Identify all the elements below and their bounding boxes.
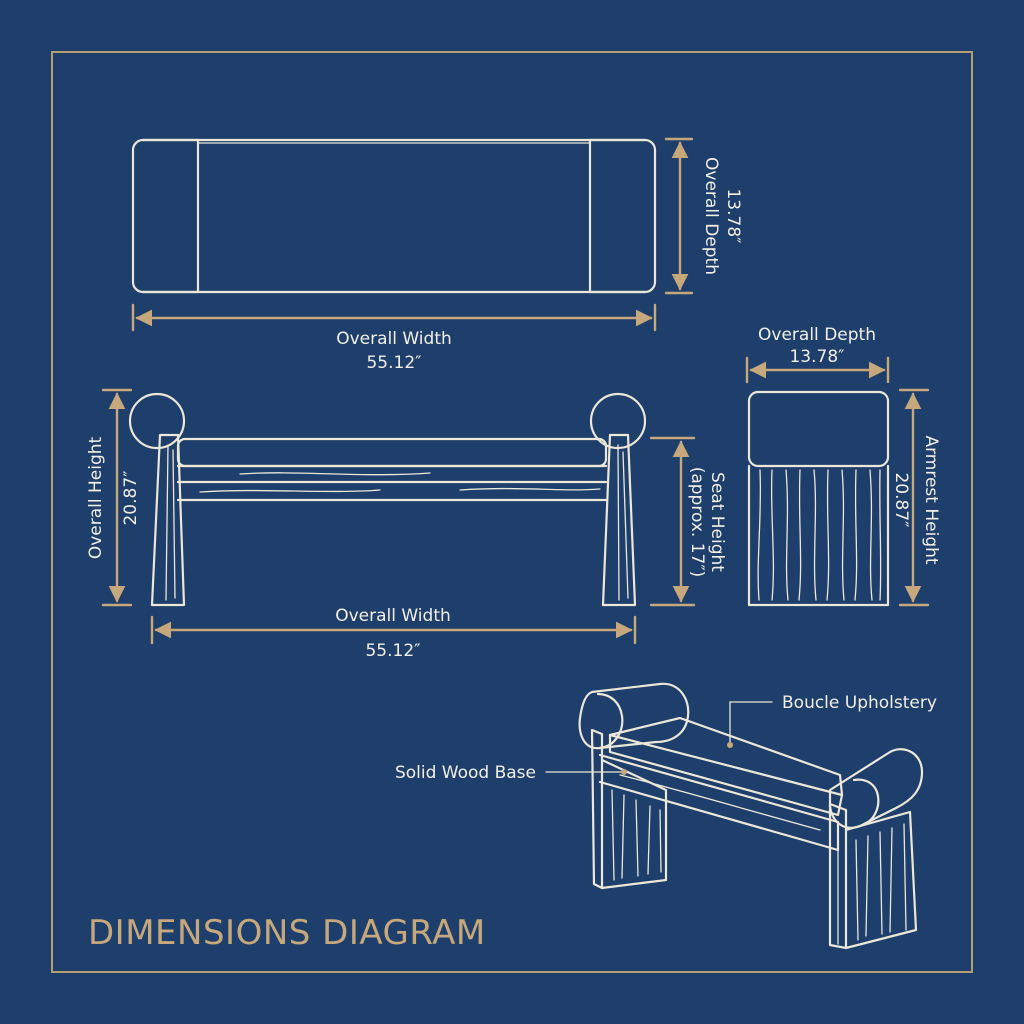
- page-title: DIMENSIONS DIAGRAM: [88, 913, 486, 953]
- top-depth-value: 13.78″: [723, 188, 743, 243]
- perspective-right-leg-side: [844, 810, 918, 950]
- front-height-label: Overall Height: [86, 436, 106, 559]
- front-width-label: Overall Width: [335, 606, 451, 626]
- top-view-right-arm: [588, 138, 647, 294]
- perspective-left-leg-side: [600, 758, 668, 890]
- perspective-seat-front: [608, 733, 844, 817]
- perspective-seat-top: [608, 716, 844, 797]
- top-width-dimension: Overall Width 55.12″: [131, 303, 657, 373]
- side-view-wood-grain: [757, 469, 882, 601]
- front-width-value: 55.12″: [365, 641, 420, 661]
- callout-upholstery-label: Boucle Upholstery: [782, 693, 937, 713]
- front-left-leg: [150, 433, 186, 607]
- side-depth-dimension: Overall Depth 13.78″: [745, 325, 890, 384]
- front-height-value: 20.87″: [121, 470, 141, 525]
- side-view-base: [747, 464, 890, 607]
- perspective-left-leg-front: [590, 728, 604, 890]
- callout-base: Solid Wood Base: [395, 763, 627, 783]
- armrest-height-dimension: Armrest Height 20.87″: [891, 388, 941, 607]
- front-seat-cushion: [176, 437, 608, 468]
- top-depth-label: Overall Depth: [701, 157, 721, 275]
- callout-base-label: Solid Wood Base: [395, 763, 536, 783]
- side-depth-label: Overall Depth: [758, 325, 876, 345]
- side-depth-value: 13.78″: [789, 347, 844, 367]
- front-view: [128, 392, 647, 607]
- perspective-view: [578, 682, 924, 950]
- armrest-height-label: Armrest Height: [921, 435, 941, 564]
- front-height-dimension: Overall Height 20.87″: [86, 388, 141, 607]
- top-depth-dimension: Overall Depth 13.78″: [664, 137, 743, 295]
- top-view: [131, 138, 657, 294]
- top-view-seat-outline: [131, 138, 657, 294]
- callout-upholstery-leader: [729, 701, 773, 746]
- perspective-left-bolster-end: [596, 692, 624, 750]
- side-view-bolster: [747, 390, 890, 468]
- seat-height-value: (approx. 17″): [687, 467, 707, 578]
- perspective-wood-grain: [611, 774, 907, 945]
- seat-height-dimension: Seat Height (approx. 17″): [649, 436, 727, 607]
- seat-height-label: Seat Height: [707, 472, 727, 572]
- front-right-leg: [601, 433, 637, 607]
- front-rail: [176, 464, 608, 502]
- front-left-bolster: [128, 392, 186, 450]
- perspective-left-bolster: [578, 682, 690, 750]
- outer-frame: [51, 51, 973, 973]
- side-view: [747, 390, 890, 607]
- front-width-dimension: Overall Width 55.12″: [150, 606, 637, 661]
- top-width-value: 55.12″: [366, 353, 421, 373]
- armrest-height-value: 20.87″: [891, 472, 911, 527]
- top-width-label: Overall Width: [336, 329, 452, 349]
- callout-upholstery: Boucle Upholstery: [727, 693, 937, 748]
- perspective-right-bolster-end: [852, 778, 880, 828]
- front-wood-grain: [165, 444, 629, 601]
- top-view-left-arm: [141, 138, 200, 294]
